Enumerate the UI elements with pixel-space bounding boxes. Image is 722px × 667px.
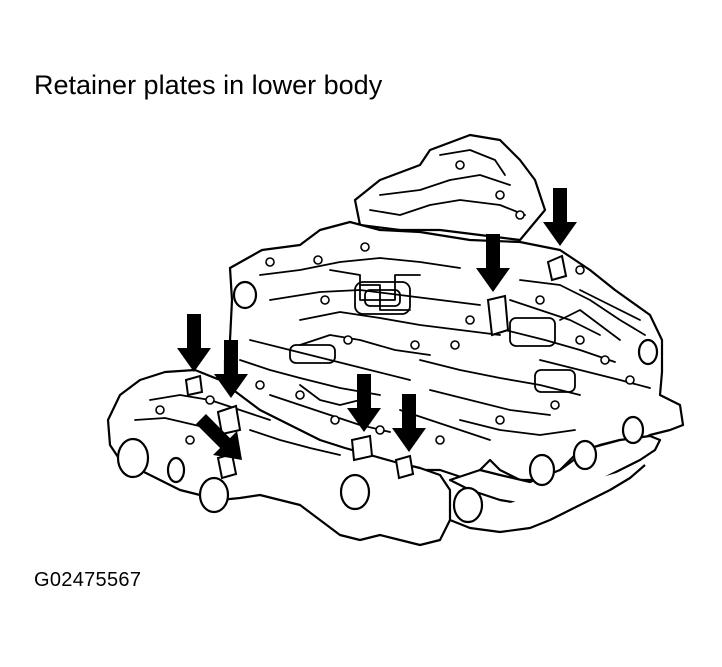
figure-code: G02475567 xyxy=(34,569,142,591)
retainer-plate-left-2 xyxy=(216,404,242,436)
bolt-holes xyxy=(155,160,635,445)
retainer-plate-right-lower xyxy=(394,454,415,480)
retainer-plate-center xyxy=(486,294,510,337)
retainer-plate-left-1 xyxy=(184,374,204,397)
retainer-plate-center-lower xyxy=(350,434,374,462)
arrow-top-right xyxy=(543,188,577,246)
fluid-channels xyxy=(134,149,651,456)
retainer-plates xyxy=(184,254,568,480)
retainer-plate-top-right xyxy=(546,254,568,282)
diagram-title: Retainer plates in lower body xyxy=(34,70,383,100)
arrow-left-1 xyxy=(177,314,211,372)
port-holes xyxy=(116,280,659,524)
valve-chambers xyxy=(289,281,576,393)
